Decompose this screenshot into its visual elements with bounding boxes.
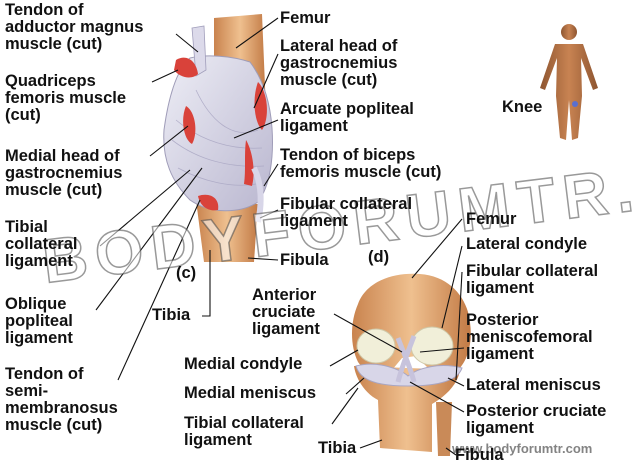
leader-lines-d [329,218,465,456]
watermark-url: www.bodyforumtr.com [452,441,593,456]
menisci-d [355,363,463,387]
medial-head-cut-c [183,106,196,144]
label-biceps-femoris-tendon: Tendon of biceps femoris muscle (cut) [280,146,442,181]
label-arcuate-popliteal: Arcuate popliteal ligament [280,100,414,135]
panel-c-illustration [163,14,273,262]
posterior-capsule-c [163,55,273,212]
label-fibular-collateral-c: Fibular collateral ligament [280,195,413,230]
cruciate-ligaments-d [395,335,417,383]
biceps-tendon-c [244,140,254,186]
medial-condyle-d [356,328,396,364]
fibula-d [436,402,452,456]
label-lateral-meniscus: Lateral meniscus [466,376,601,394]
label-femur-d: Femur [466,210,517,228]
label-tibial-collateral-d: Tibial collateral ligament [184,414,304,449]
label-posterior-meniscofemoral: Posterior meniscofemoral ligament [466,311,593,363]
figure-head [561,24,577,40]
label-lateral-condyle: Lateral condyle [466,235,588,253]
lateral-head-cut-c [254,82,267,130]
label-fibula-c: Fibula [280,251,329,269]
tibia-fibula-c [196,200,258,262]
fibular-coll-c [251,166,264,223]
figure-knee-marker [572,101,578,107]
label-oblique-popliteal: Oblique popliteal ligament [5,295,73,347]
label-medial-condyle: Medial condyle [184,355,303,373]
label-femur-c: Femur [280,9,331,27]
label-semimembranosus-tendon: Tendon of semi- membranosus muscle (cut) [5,365,118,434]
quadriceps-cut-c [174,57,198,78]
body-figure [540,24,598,140]
lateral-condyle-d [410,326,454,366]
tibia-d [354,366,460,452]
label-medial-head-gastrocnemius: Medial head of gastrocnemius muscle (cut… [5,147,123,199]
label-fibula-d: Fibula [455,446,504,464]
panel-d-illustration [352,273,471,456]
label-posterior-cruciate: Posterior cruciate ligament [466,402,607,437]
label-fibular-collateral-d: Fibular collateral ligament [466,262,599,297]
label-lateral-head-gastrocnemius: Lateral head of gastrocnemius muscle (cu… [280,37,398,89]
adductor-tendon-c [191,25,207,77]
label-tibia-d: Tibia [318,439,357,457]
panel-label-d: (d) [368,248,390,266]
label-knee: Knee [502,98,543,116]
label-quadriceps-femoris: Quadriceps femoris muscle (cut) [5,72,127,124]
panel-label-c: (c) [176,264,197,282]
leader-lines-c [95,17,279,381]
label-anterior-cruciate: Anterior cruciate ligament [252,286,320,338]
label-adductor-magnus-tendon: Tendon of adductor magnus muscle (cut) [5,1,144,53]
figure-body [540,44,598,140]
semimem-cut-c [198,194,219,211]
label-tibia-c: Tibia [152,306,191,324]
label-tibial-collateral-c: Tibial collateral ligament [5,218,78,270]
label-medial-meniscus: Medial meniscus [184,384,317,402]
